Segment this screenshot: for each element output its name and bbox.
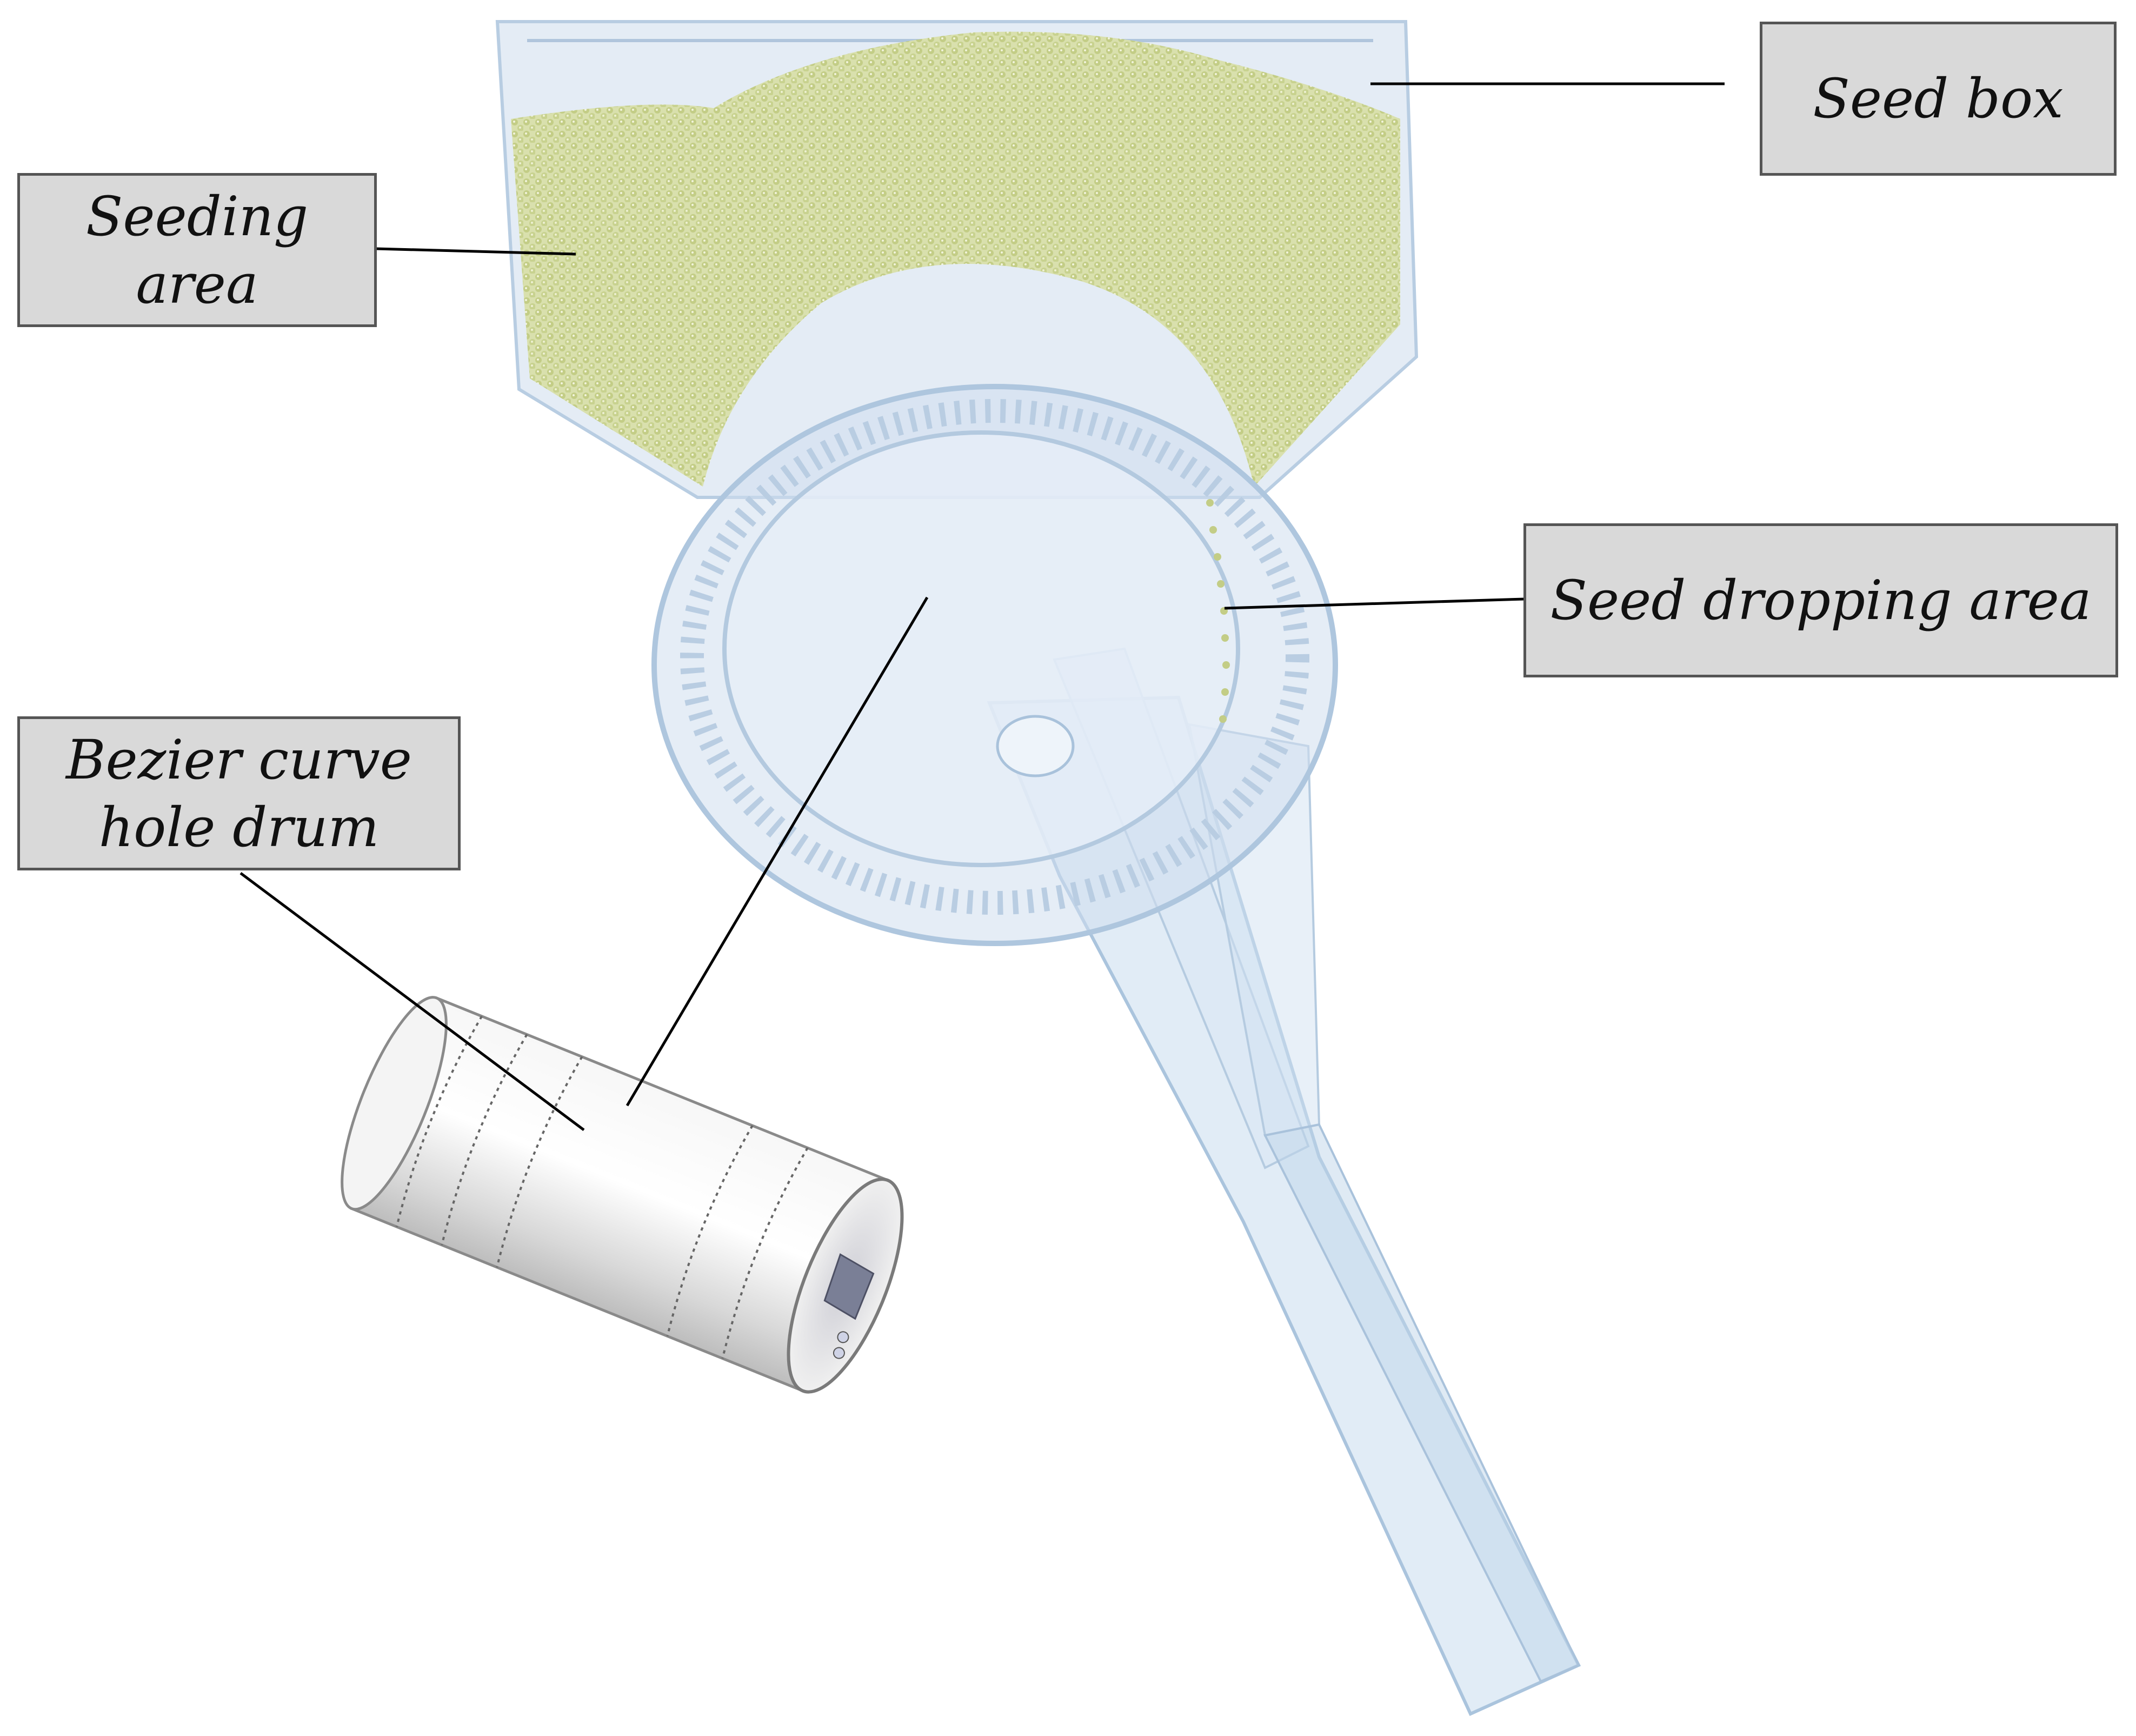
dropping-seeds	[1206, 499, 1230, 723]
drum-label-line2: hole drum	[98, 795, 380, 859]
drum-label: Bezier curve hole drum	[17, 716, 461, 870]
seed-box-label: Seed box	[1760, 22, 2117, 176]
seed-dropping-area-label: Seed dropping area	[1523, 523, 2118, 677]
leader-drum	[239, 872, 585, 1132]
drum-label-line1: Bezier curve	[66, 728, 412, 791]
drum-housing	[651, 384, 1338, 946]
leader-seeding-area	[375, 247, 576, 256]
seed-box-label-text: Seed box	[1813, 67, 2064, 130]
seed-particles	[511, 31, 1400, 487]
bezier-curve-hole-drum	[341, 996, 904, 1394]
seeding-area-label: Seeding area	[17, 173, 377, 327]
seed-dropping-area-label-text: Seed dropping area	[1550, 569, 2092, 632]
seeding-area-label-text: Seeding area	[85, 184, 309, 316]
leader-lines	[239, 82, 1725, 1132]
leader-seed-dropping-area	[1224, 597, 1525, 610]
leader-drum-housing	[626, 596, 929, 1107]
